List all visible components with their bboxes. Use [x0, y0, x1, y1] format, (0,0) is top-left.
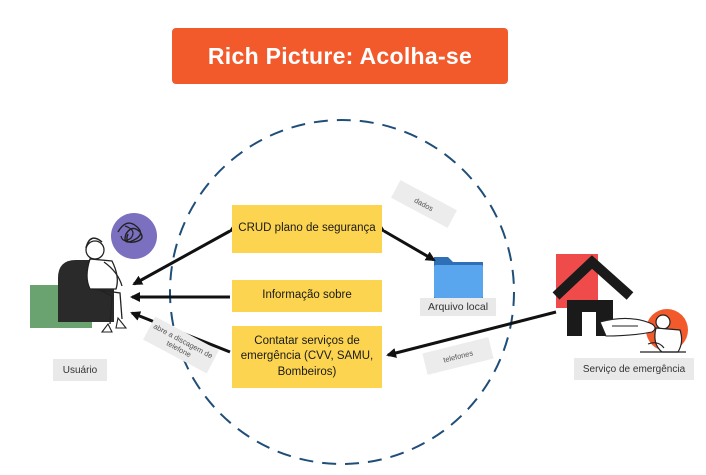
contact-line-3: Bombeiros) [277, 365, 337, 378]
user-label: Usuário [53, 359, 107, 381]
arrow-crud-folder [374, 222, 436, 262]
local-storage-label: Arquivo local [420, 298, 496, 316]
information-label: Informação sobre [262, 289, 352, 302]
folder-icon [434, 257, 483, 298]
arrow-emergency-contact [386, 310, 557, 358]
helping-hand-icon [599, 309, 688, 353]
information-box: Informação sobre [232, 280, 382, 312]
emergency-service-label: Serviço de emergência [574, 358, 694, 380]
system-boundary-circle [169, 119, 515, 465]
page-title: Rich Picture: Acolha-se [172, 28, 508, 84]
contact-line-2: emergência (CVV, SAMU, [240, 350, 374, 363]
contact-emergency-box: Contatar serviços de emergência (CVV, SA… [232, 326, 382, 388]
crud-safety-plan-label: CRUD plano de segurança [238, 222, 376, 235]
arrow-crud-user [132, 222, 240, 286]
crud-safety-plan-box: CRUD plano de segurança [232, 205, 382, 253]
contact-line-1: Contatar serviços de [254, 334, 360, 347]
